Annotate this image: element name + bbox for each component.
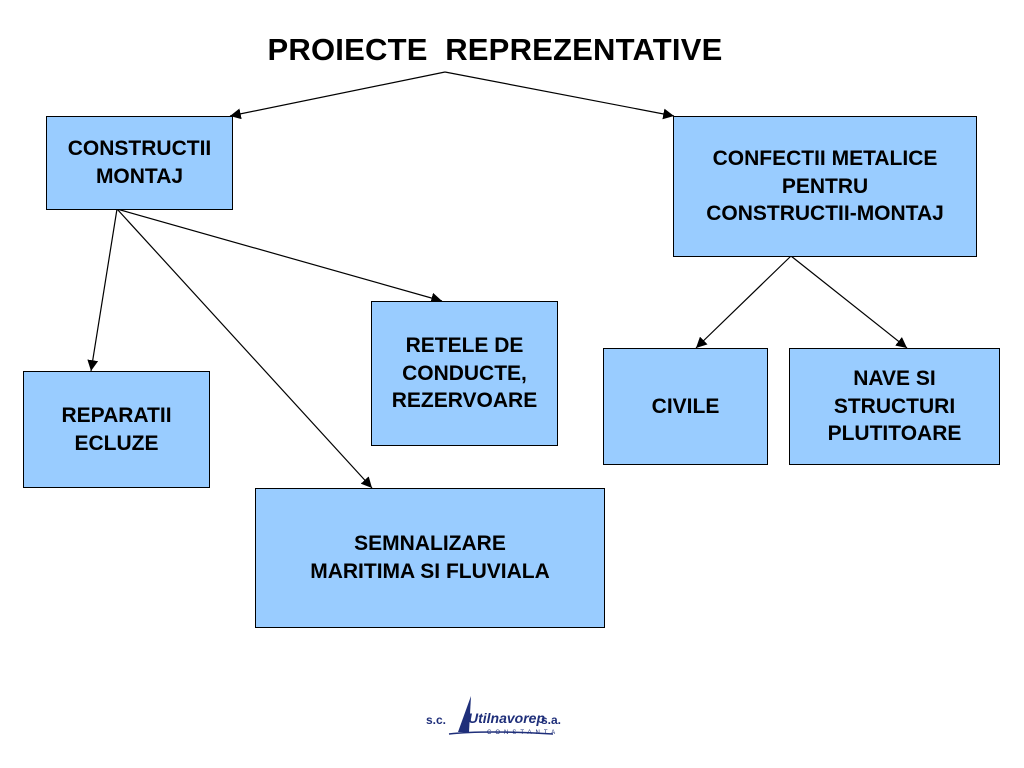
- sail-icon: [448, 696, 554, 735]
- logo-prefix: s.c.: [426, 713, 447, 727]
- arrow-constructii-to-reparatii: [87, 208, 118, 372]
- node-reparatii-ecluze: REPARATII ECLUZE: [23, 371, 210, 488]
- diagram-title: PROIECTE REPREZENTATIVE: [267, 32, 723, 67]
- arrow-confectii-to-civile: [695, 255, 792, 349]
- node-retele-conducte: RETELE DE CONDUCTE, REZERVOARE: [371, 301, 558, 446]
- node-civile: CIVILE: [603, 348, 768, 465]
- node-constructii-montaj: CONSTRUCTII MONTAJ: [46, 116, 233, 210]
- arrow-title-to-confectii: [444, 71, 675, 120]
- arrow-constructii-to-semnalizare: [116, 208, 373, 489]
- arrow-title-to-constructii: [229, 71, 446, 120]
- logo-suffix: s.a.: [541, 713, 562, 727]
- logo-city: CONSTANTA: [487, 730, 560, 736]
- company-logo: s.c. Utilnavorep s.a. CONSTANTA: [425, 694, 580, 740]
- node-confectii-metalice: CONFECTII METALICE PENTRU CONSTRUCTII-MO…: [673, 116, 977, 257]
- node-nave-structuri: NAVE SI STRUCTURI PLUTITOARE: [789, 348, 1000, 465]
- node-semnalizare: SEMNALIZARE MARITIMA SI FLUVIALA: [255, 488, 605, 628]
- logo-name: Utilnavorep: [468, 710, 546, 726]
- arrow-constructii-to-retele: [116, 208, 443, 304]
- arrow-confectii-to-nave: [790, 255, 908, 349]
